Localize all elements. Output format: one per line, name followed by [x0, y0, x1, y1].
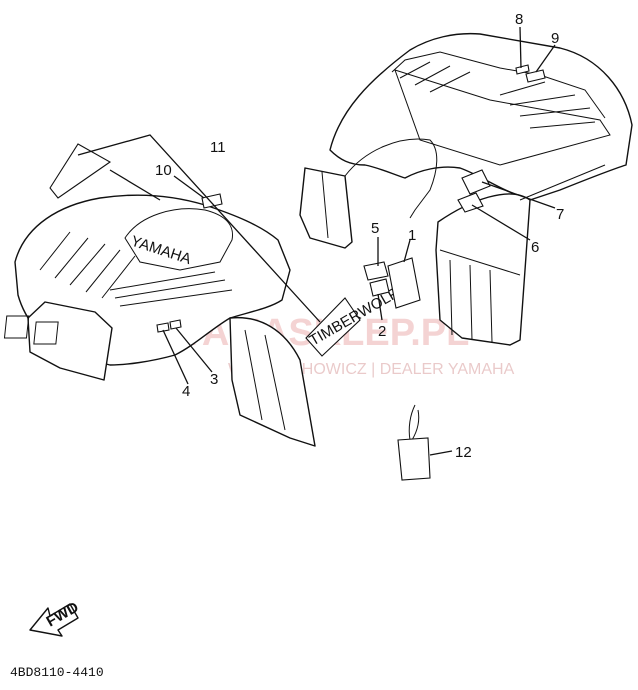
- decal-9: [525, 69, 546, 83]
- front-fender: YAMAHA: [3, 193, 316, 447]
- callout-9: 9: [551, 30, 559, 47]
- rear-fender: [299, 32, 633, 346]
- decal-2: [369, 278, 390, 297]
- callout-1: 1: [408, 227, 416, 244]
- callout-2: 2: [378, 323, 386, 340]
- tag-12: [397, 404, 431, 481]
- leader-lines: [77, 26, 556, 456]
- decal-7: [461, 169, 491, 195]
- diagram-code: 4BD8110-4410: [10, 665, 104, 680]
- callout-4: 4: [182, 383, 190, 400]
- callout-3: 3: [210, 371, 218, 388]
- callout-6: 6: [531, 239, 539, 256]
- callout-12: 12: [455, 444, 472, 461]
- decal-5: [363, 261, 389, 281]
- callout-5: 5: [371, 220, 379, 237]
- callout-10: 10: [155, 162, 172, 179]
- callout-11: 11: [210, 139, 226, 156]
- decal-11: [49, 143, 112, 199]
- callout-8: 8: [515, 11, 523, 28]
- loose-decals: [363, 257, 421, 309]
- decal-8: [515, 64, 530, 75]
- callouts: 1 2 3 4 5 6 7 8 9 10 11 12: [155, 11, 564, 461]
- callout-7: 7: [556, 206, 564, 223]
- fwd-arrow: FWD: [29, 599, 82, 637]
- decal-3: [169, 319, 182, 330]
- decal-4: [156, 322, 170, 333]
